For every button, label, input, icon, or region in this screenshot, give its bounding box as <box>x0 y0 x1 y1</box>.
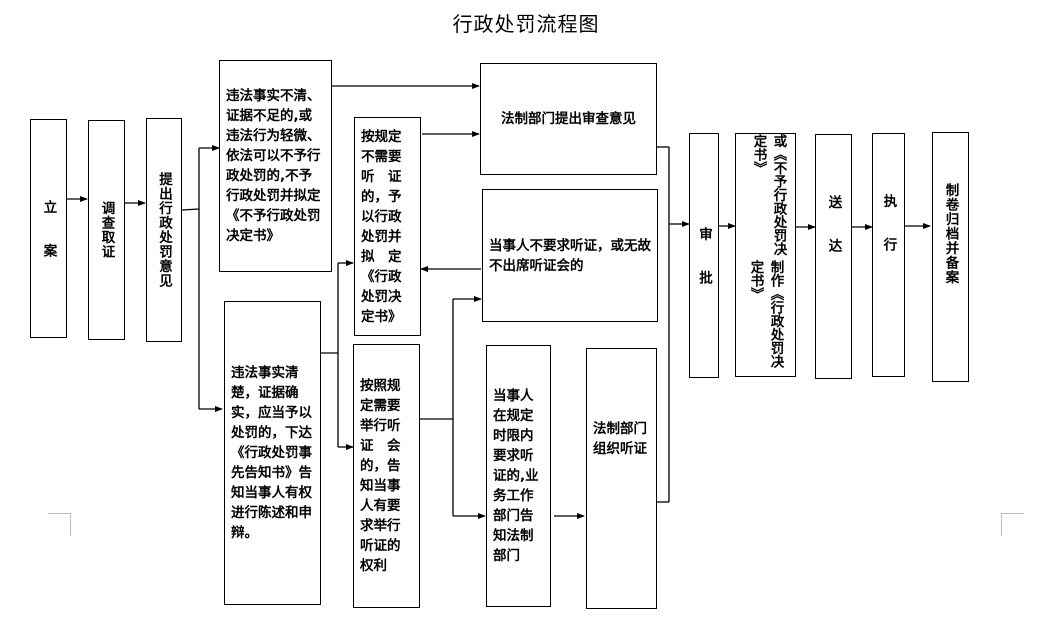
box-unclear-facts-label: 违法事实不清、证据不足的,或违法行为轻微、依法可以不予行政处罚的,不予行政处罚并… <box>226 88 321 244</box>
step-archive: 制卷归档并备案 <box>932 132 969 382</box>
box-request-hearing: 当事人在规定时限内要求听证的,业务工作部门告知法制部门 <box>486 345 551 607</box>
box-clear-facts-label: 违法事实清楚，证据确实，应当予以处罚的，下达《行政处罚事先告知书》告知当事人有权… <box>231 365 312 541</box>
step-li-an: 立 案 <box>30 119 67 338</box>
box-request-hearing-label: 当事人在规定时限内要求听证的,业务工作部门告知法制部门 <box>493 388 539 564</box>
step-make-decision-label-b: 或《不予行政处罚决定书》 <box>750 134 787 256</box>
step-archive-label: 制卷归档并备案 <box>942 183 959 285</box>
box-legal-review: 法制部门提出审查意见 <box>480 63 657 175</box>
page-corner-mark-left <box>48 513 71 536</box>
box-unclear-facts: 违法事实不清、证据不足的,或违法行为轻微、依法可以不予行政处罚的,不予行政处罚并… <box>219 60 332 272</box>
box-need-hearing: 按照规定需要举行听证 会的，告知当事人有要求举行听证的权利 <box>353 344 420 608</box>
page-corner-mark-right <box>1001 513 1024 536</box>
page-title: 行政处罚流程图 <box>452 12 600 36</box>
step-make-decision-label-a: 制作《行政处罚决定书》 <box>747 260 784 369</box>
step-tichu-label: 提出行政处罚意见 <box>156 172 172 288</box>
box-need-hearing-label: 按照规定需要举行听证 会的，告知当事人有要求举行听证的权利 <box>360 378 401 574</box>
box-not-request-hearing-label: 当事人不要求听证，或无故不出席听证会的 <box>489 237 651 274</box>
step-execute: 执 行 <box>872 133 905 377</box>
box-no-hearing: 按规定不需要听 证的，予以行政处罚并拟 定《行政处罚决定书》 <box>354 117 421 336</box>
box-organize-hearing: 法制部门组织听证 <box>586 348 657 609</box>
step-diaocha: 调查取证 <box>88 120 125 340</box>
step-execute-label: 执 行 <box>880 194 897 252</box>
step-deliver: 送 达 <box>815 134 852 379</box>
box-clear-facts: 违法事实清楚，证据确实，应当予以处罚的，下达《行政处罚事先告知书》告知当事人有权… <box>224 301 321 605</box>
box-no-hearing-label: 按规定不需要听 证的，予以行政处罚并拟 定《行政处罚决定书》 <box>361 128 402 325</box>
line-tichu-out <box>181 208 200 211</box>
step-approve-label: 审 批 <box>696 226 712 285</box>
box-organize-hearing-label: 法制部门组织听证 <box>593 421 647 457</box>
step-make-decision: 或《不予行政处罚决定书》 制作《行政处罚决定书》 <box>735 133 796 377</box>
box-not-request-hearing: 当事人不要求听证，或无故不出席听证会的 <box>482 189 658 322</box>
step-diaocha-label: 调查取证 <box>98 201 115 259</box>
step-deliver-label: 送 达 <box>825 195 842 253</box>
step-tichu: 提出行政处罚意见 <box>146 118 182 342</box>
step-li-an-label: 立 案 <box>40 199 57 258</box>
step-approve: 审 批 <box>689 133 719 378</box>
box-legal-review-label: 法制部门提出审查意见 <box>501 111 636 127</box>
